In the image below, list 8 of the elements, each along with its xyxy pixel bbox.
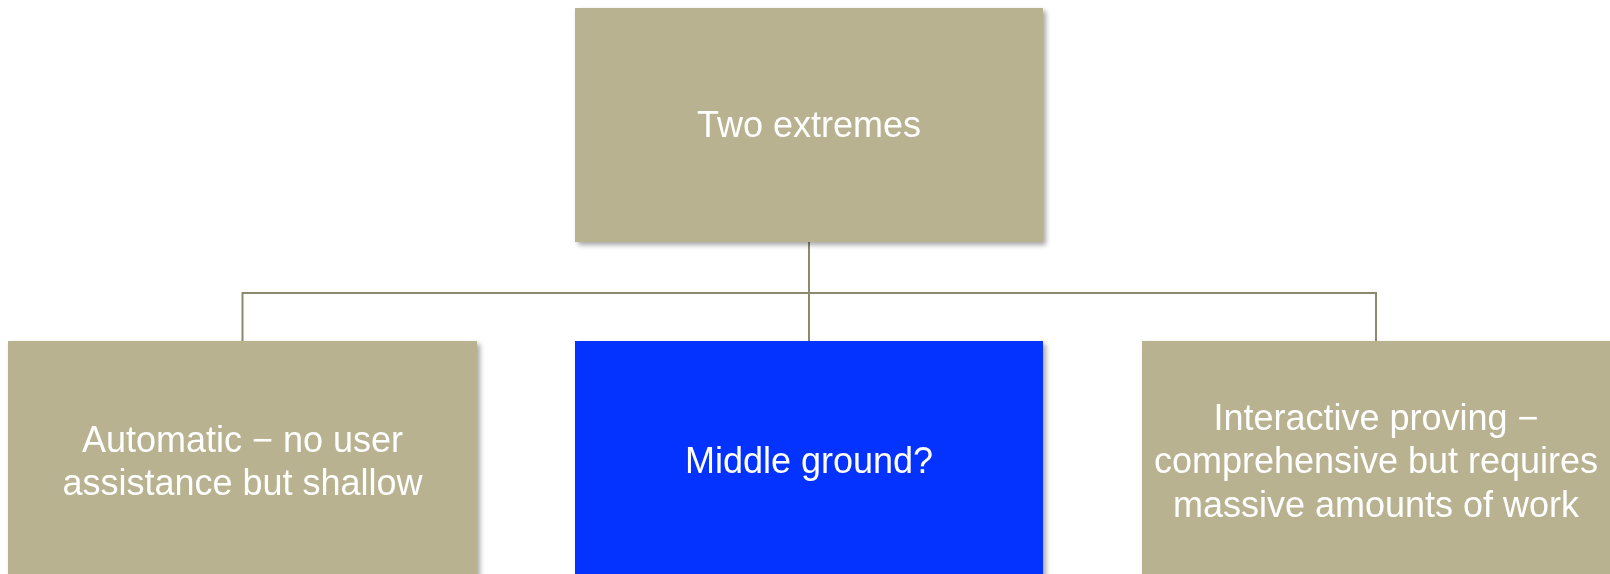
text-box xyxy=(1142,341,1610,574)
text-box xyxy=(8,341,477,574)
text-box xyxy=(575,8,1043,242)
box-label: Middle ground? xyxy=(684,439,934,483)
box-label: Automatic − no user assistance but shallow xyxy=(61,417,424,505)
box-label: Two extremes xyxy=(696,103,922,147)
text-box xyxy=(575,341,1043,574)
box-label: Interactive proving − comprehensive but requires massive amounts of work xyxy=(1152,396,1600,526)
